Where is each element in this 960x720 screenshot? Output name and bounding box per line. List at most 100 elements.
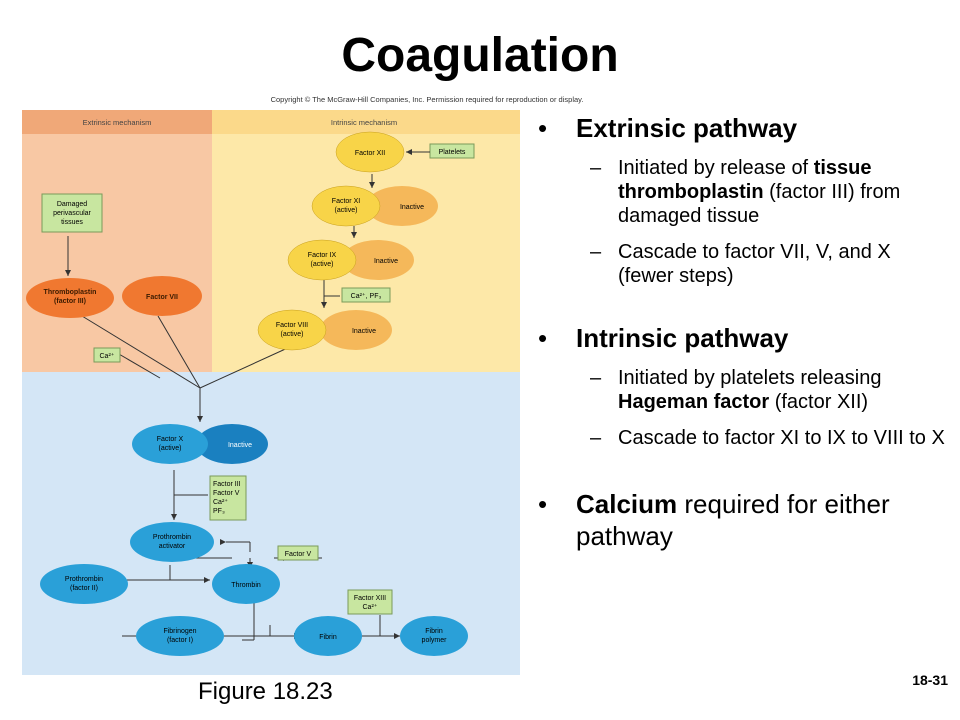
prothrombin-label-2: (factor II) bbox=[70, 585, 98, 592]
slide-title: Coagulation bbox=[341, 29, 619, 82]
factor-viii-label-1: Factor VIII bbox=[276, 322, 308, 329]
factor-vii-node bbox=[122, 276, 202, 316]
cofactor-label-2: Factor V bbox=[213, 490, 240, 497]
cofactor-label-3: Ca²⁺ bbox=[213, 498, 228, 506]
sub-bullet-extrinsic-1: – Initiated by release of tissue thrombo… bbox=[538, 156, 948, 228]
intrinsic-header: Intrinsic mechanism bbox=[331, 118, 397, 127]
cofactor-box bbox=[209, 475, 247, 521]
thromboplastin-label-2: (factor III) bbox=[54, 298, 86, 305]
bullet-list: • Extrinsic pathway – Initiated by relea… bbox=[538, 112, 948, 552]
extrinsic-heading: Extrinsic pathway bbox=[576, 113, 798, 143]
extrinsic-header-bar bbox=[22, 110, 212, 134]
factor-ix-label-2: (active) bbox=[311, 261, 334, 268]
intrinsic-heading: Intrinsic pathway bbox=[576, 323, 789, 353]
dash: – bbox=[590, 157, 602, 179]
factor-ix-label-1: Factor IX bbox=[308, 252, 337, 259]
sub-bullet-intrinsic-1: – Initiated by platelets releasing Hagem… bbox=[538, 366, 948, 414]
thrombin-node bbox=[212, 564, 280, 604]
slide-number: 18-31 bbox=[912, 672, 948, 688]
ca-extrinsic-box bbox=[93, 347, 121, 363]
sub-bullet-extrinsic-2: – Cascade to factor VII, V, and X (fewer… bbox=[538, 240, 948, 288]
intrinsic-sub1-text-end: (factor XII) bbox=[769, 391, 869, 413]
fibrin-node bbox=[294, 616, 362, 656]
factor-viii-label-2: (active) bbox=[281, 331, 304, 338]
factor-x-label-2: (active) bbox=[159, 445, 182, 452]
coagulation-diagram: Extrinsic mechanism Intrinsic mechanism bbox=[22, 110, 520, 675]
intrinsic-sub2-text: Cascade to factor XI to IX to VIII to X bbox=[618, 427, 945, 449]
platelets-label: Platelets bbox=[439, 149, 466, 156]
ca-pf3-box bbox=[341, 287, 391, 303]
calcium-term: Calcium bbox=[576, 489, 678, 519]
bullet-dot: • bbox=[538, 323, 548, 353]
extrinsic-sub1-text: Initiated by release of bbox=[618, 157, 814, 179]
thromboplastin-label-1: Thromboplastin bbox=[44, 289, 97, 296]
bullet-calcium: • Calcium required for either pathway bbox=[538, 488, 948, 552]
factor-viii-node bbox=[257, 309, 327, 351]
hageman-factor-term: Hageman factor bbox=[618, 391, 770, 413]
inactive-viii-label: Inactive bbox=[352, 328, 376, 335]
fibrinogen-node bbox=[136, 616, 224, 656]
factor-xii-label: Factor XII bbox=[355, 150, 385, 157]
prothrombin-label-1: Prothrombin bbox=[65, 576, 103, 583]
fibrin-polymer-label-2: polymer bbox=[422, 637, 448, 644]
fibrin-label: Fibrin bbox=[319, 634, 337, 641]
fibrin-polymer-label-1: Fibrin bbox=[425, 628, 443, 635]
bullet-dot: • bbox=[538, 113, 548, 143]
fibrin-polymer-node bbox=[400, 616, 468, 656]
factor-x-node bbox=[132, 424, 208, 464]
inactive-xi-label: Inactive bbox=[400, 204, 424, 211]
extrinsic-sub2-text: Cascade to factor VII, V, and X (fewer s… bbox=[618, 241, 891, 287]
thromboplastin-node bbox=[26, 278, 114, 318]
fibrinogen-label-2: (factor I) bbox=[167, 637, 193, 644]
factor-xi-node bbox=[311, 185, 381, 227]
damaged-tissues-label-2: perivascular bbox=[53, 210, 91, 217]
fibrinogen-label-1: Fibrinogen bbox=[163, 628, 196, 635]
prothrombin-activator-label-1: Prothrombin bbox=[153, 534, 191, 541]
factor-vii-label: Factor VII bbox=[146, 294, 178, 301]
figure-caption: Figure 18.23 bbox=[198, 678, 333, 705]
bullet-dot: • bbox=[538, 489, 548, 519]
factor-xiii-label-2: Ca²⁺ bbox=[363, 603, 378, 611]
ca-pf3-label: Ca²⁺, PF₃ bbox=[351, 292, 382, 300]
dash: – bbox=[590, 367, 602, 389]
sub-bullet-intrinsic-2: – Cascade to factor XI to IX to VIII to … bbox=[538, 426, 948, 450]
factor-x-label-1: Factor X bbox=[157, 436, 184, 443]
extrinsic-sub1-text-end: (factor III) from damaged tissue bbox=[618, 181, 901, 227]
bullet-extrinsic: • Extrinsic pathway bbox=[538, 112, 948, 144]
prothrombin-activator-node bbox=[130, 522, 214, 562]
damaged-tissues-box bbox=[41, 193, 103, 233]
ca-extrinsic-label: Ca²⁺ bbox=[100, 352, 115, 360]
extrinsic-region bbox=[22, 110, 212, 372]
dash: – bbox=[590, 427, 602, 449]
copyright-notice: Copyright © The McGraw-Hill Companies, I… bbox=[270, 95, 584, 104]
factor-xi-inactive-node bbox=[366, 186, 438, 226]
factor-v-box bbox=[277, 545, 319, 561]
thrombin-label: Thrombin bbox=[231, 582, 261, 589]
inactive-x-label: Inactive bbox=[228, 442, 252, 449]
intrinsic-sub1-text: Initiated by platelets releasing bbox=[618, 367, 882, 389]
cofactor-label-1: Factor III bbox=[213, 481, 241, 488]
factor-v-label: Factor V bbox=[285, 551, 312, 558]
cofactor-label-4: PF₃ bbox=[213, 508, 225, 515]
damaged-tissues-label-1: Damaged bbox=[57, 201, 87, 208]
tissue-thromboplastin-term: tissue thromboplastin bbox=[618, 157, 872, 203]
factor-ix-node bbox=[287, 239, 357, 281]
factor-xiii-box bbox=[347, 589, 393, 615]
factor-ix-inactive-node bbox=[342, 240, 414, 280]
damaged-tissues-label-3: tissues bbox=[61, 219, 83, 226]
factor-viii-inactive-node bbox=[320, 310, 392, 350]
factor-xiii-label-1: Factor XIII bbox=[354, 595, 386, 602]
prothrombin-activator-label-2: activator bbox=[159, 543, 186, 550]
bullet-intrinsic: • Intrinsic pathway bbox=[538, 322, 948, 354]
extrinsic-header: Extrinsic mechanism bbox=[83, 118, 152, 127]
intrinsic-header-bar bbox=[212, 110, 520, 134]
calcium-text: required for either pathway bbox=[576, 489, 890, 551]
factor-xi-label-1: Factor XI bbox=[332, 198, 360, 205]
prothrombin-node bbox=[40, 564, 128, 604]
factor-xi-label-2: (active) bbox=[335, 207, 358, 214]
factor-x-inactive-node bbox=[196, 424, 268, 464]
platelets-box bbox=[429, 143, 475, 159]
inactive-ix-label: Inactive bbox=[374, 258, 398, 265]
dash: – bbox=[590, 241, 602, 263]
factor-xii-node bbox=[335, 131, 405, 173]
